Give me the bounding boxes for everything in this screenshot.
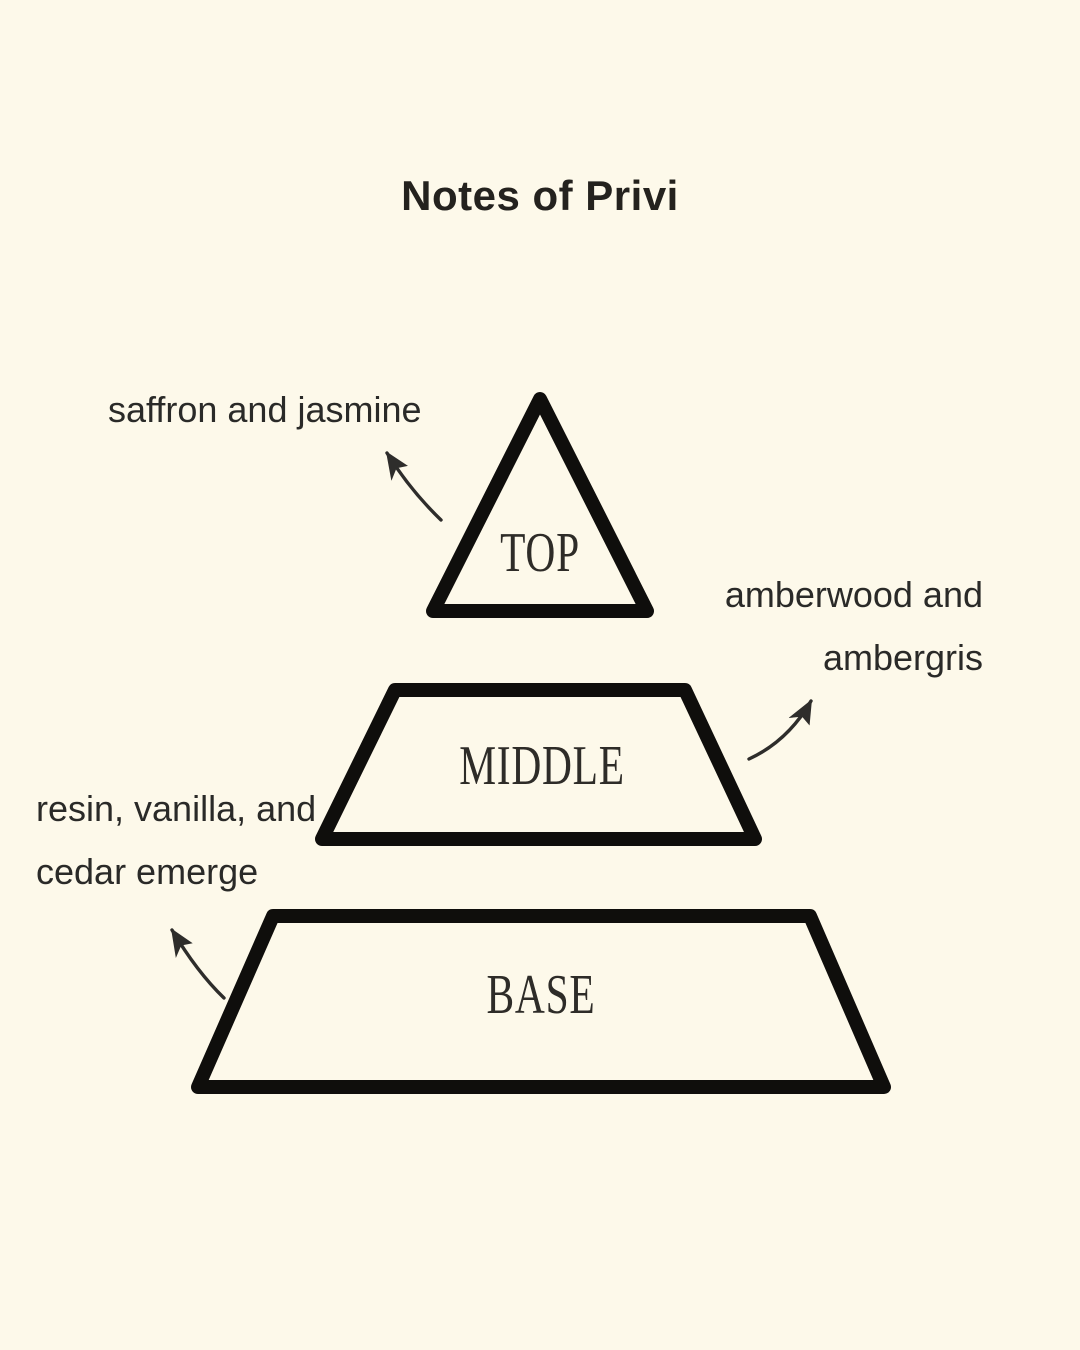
note-top: saffron and jasmine	[108, 378, 422, 441]
note-base-line1: resin, vanilla, and	[36, 788, 317, 829]
base-trapezoid-shape	[191, 909, 891, 1094]
arrow-to-base-note-icon	[170, 928, 226, 1000]
page-title: Notes of Privi	[401, 172, 679, 219]
note-middle-line1: amberwood and	[724, 574, 983, 615]
note-top-line1: saffron and jasmine	[108, 389, 422, 430]
arrow-to-top-note-icon	[385, 451, 443, 522]
arrow-to-middle-note-icon	[747, 699, 813, 761]
top-triangle-shape	[426, 392, 654, 618]
level-label-middle: MIDDLE	[459, 735, 625, 797]
note-middle: amberwood and ambergris	[725, 563, 983, 689]
note-middle-line2: ambergris	[822, 637, 983, 678]
level-label-base: BASE	[486, 964, 596, 1026]
note-base-line2: cedar emerge	[36, 851, 259, 892]
note-base: resin, vanilla, and cedar emerge	[36, 777, 316, 903]
middle-trapezoid-shape	[315, 683, 762, 846]
level-label-top: TOP	[500, 522, 580, 584]
